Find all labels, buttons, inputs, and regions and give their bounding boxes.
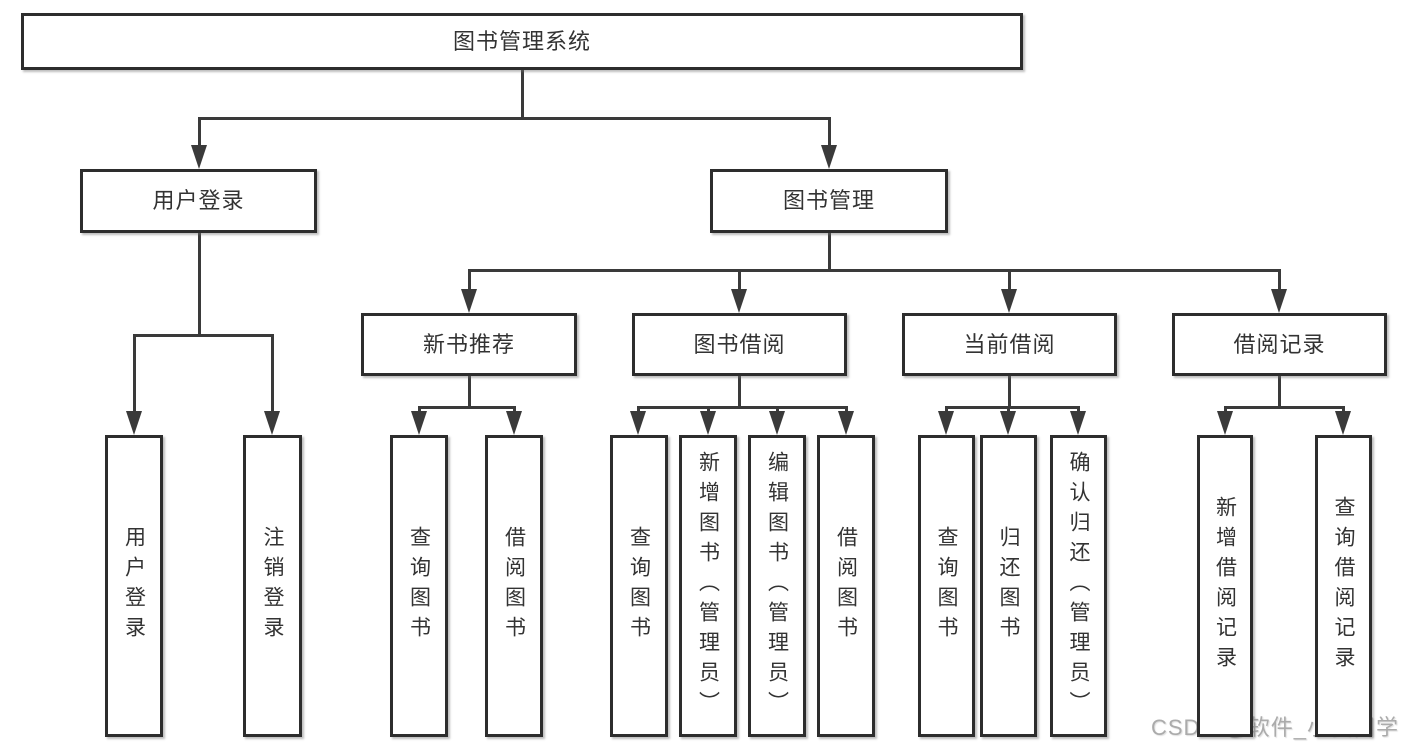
node-label-query-books-recommend: 查询图书	[407, 526, 431, 646]
node-query-borrow-record: 查询借阅记录	[1315, 435, 1372, 737]
connector-drop	[467, 270, 471, 295]
node-label-book-management-module: 图书管理	[782, 188, 875, 213]
arrow-down-icon	[1271, 289, 1287, 313]
arrow-down-icon	[838, 411, 854, 435]
arrow-down-icon	[630, 411, 646, 435]
connector-split-line	[132, 333, 274, 337]
arrow-down-icon	[731, 289, 747, 313]
node-label-confirm-return-admin: 确认归还（管理员）	[1067, 451, 1090, 721]
arrow-down-icon	[1335, 411, 1351, 435]
arrow-down-icon	[938, 411, 954, 435]
arrow-down-icon	[1001, 289, 1017, 313]
node-label-logout-leaf: 注销登录	[261, 526, 284, 646]
arrow-down-icon	[411, 411, 427, 435]
node-label-user-login-leaf: 用户登录	[122, 526, 146, 646]
arrow-down-icon	[264, 411, 280, 435]
connector-drop	[1007, 270, 1011, 295]
node-label-add-book-admin: 新增图书（管理员）	[696, 451, 720, 721]
node-return-books: 归还图书	[980, 435, 1037, 737]
connector-drop	[737, 270, 741, 295]
node-label-borrow-books-borrowing: 借阅图书	[834, 526, 858, 646]
node-label-query-books-current: 查询图书	[935, 526, 958, 646]
node-label-user-login-module: 用户登录	[152, 188, 245, 213]
node-label-edit-book-admin: 编辑图书（管理员）	[765, 451, 789, 721]
arrow-down-icon	[506, 411, 522, 435]
connector-split-line	[467, 268, 1281, 272]
connector-stem	[827, 233, 831, 272]
arrow-down-icon	[1070, 411, 1086, 435]
node-edit-book-admin: 编辑图书（管理员）	[748, 435, 806, 737]
arrow-down-icon	[1217, 411, 1233, 435]
node-user-login-module: 用户登录	[80, 169, 317, 233]
node-label-query-borrow-record: 查询借阅记录	[1332, 496, 1355, 676]
node-user-login-leaf: 用户登录	[105, 435, 163, 737]
connector-stem	[737, 376, 741, 409]
node-logout-leaf: 注销登录	[243, 435, 302, 737]
connector-drop	[270, 335, 274, 417]
node-label-return-books: 归还图书	[997, 526, 1020, 646]
node-label-book-borrowing: 图书借阅	[693, 331, 786, 357]
node-add-book-admin: 新增图书（管理员）	[679, 435, 737, 737]
node-book-borrowing: 图书借阅	[632, 313, 847, 376]
node-book-management-module: 图书管理	[710, 169, 948, 233]
arrow-down-icon	[191, 145, 207, 169]
connector-split-line	[1223, 405, 1345, 409]
node-label-add-borrow-record: 新增借阅记录	[1213, 496, 1237, 676]
connector-stem	[1277, 376, 1281, 409]
connector-split-line	[944, 405, 1080, 409]
node-borrow-books-borrowing: 借阅图书	[817, 435, 875, 737]
connector-drop	[827, 118, 831, 151]
node-new-book-recommend: 新书推荐	[361, 313, 577, 376]
arrow-down-icon	[769, 411, 785, 435]
node-label-borrowing-records: 借阅记录	[1233, 331, 1326, 357]
connector-split-line	[197, 116, 831, 120]
node-book-management-system: 图书管理系统	[21, 13, 1023, 70]
node-label-query-books-borrowing: 查询图书	[627, 526, 651, 646]
connector-stem	[467, 376, 471, 409]
arrow-down-icon	[1000, 411, 1016, 435]
connector-split-line	[636, 405, 848, 409]
node-query-books-borrowing: 查询图书	[610, 435, 668, 737]
arrow-down-icon	[126, 411, 142, 435]
node-query-books-current: 查询图书	[918, 435, 975, 737]
connector-drop	[197, 118, 201, 151]
node-borrowing-records: 借阅记录	[1172, 313, 1387, 376]
connector-drop	[132, 335, 136, 417]
connector-stem	[520, 70, 524, 120]
connector-stem	[1007, 376, 1011, 409]
node-current-borrowing: 当前借阅	[902, 313, 1117, 376]
node-label-current-borrowing: 当前借阅	[963, 331, 1056, 357]
connector-stem	[197, 233, 201, 337]
arrow-down-icon	[700, 411, 716, 435]
arrow-down-icon	[461, 289, 477, 313]
node-borrow-books-recommend: 借阅图书	[485, 435, 543, 737]
node-label-new-book-recommend: 新书推荐	[422, 331, 515, 357]
connector-drop	[1277, 270, 1281, 295]
node-label-book-management-system: 图书管理系统	[452, 28, 591, 54]
node-add-borrow-record: 新增借阅记录	[1197, 435, 1253, 737]
node-query-books-recommend: 查询图书	[390, 435, 448, 737]
node-confirm-return-admin: 确认归还（管理员）	[1050, 435, 1107, 737]
connector-split-line	[417, 405, 516, 409]
node-label-borrow-books-recommend: 借阅图书	[502, 526, 526, 646]
arrow-down-icon	[821, 145, 837, 169]
